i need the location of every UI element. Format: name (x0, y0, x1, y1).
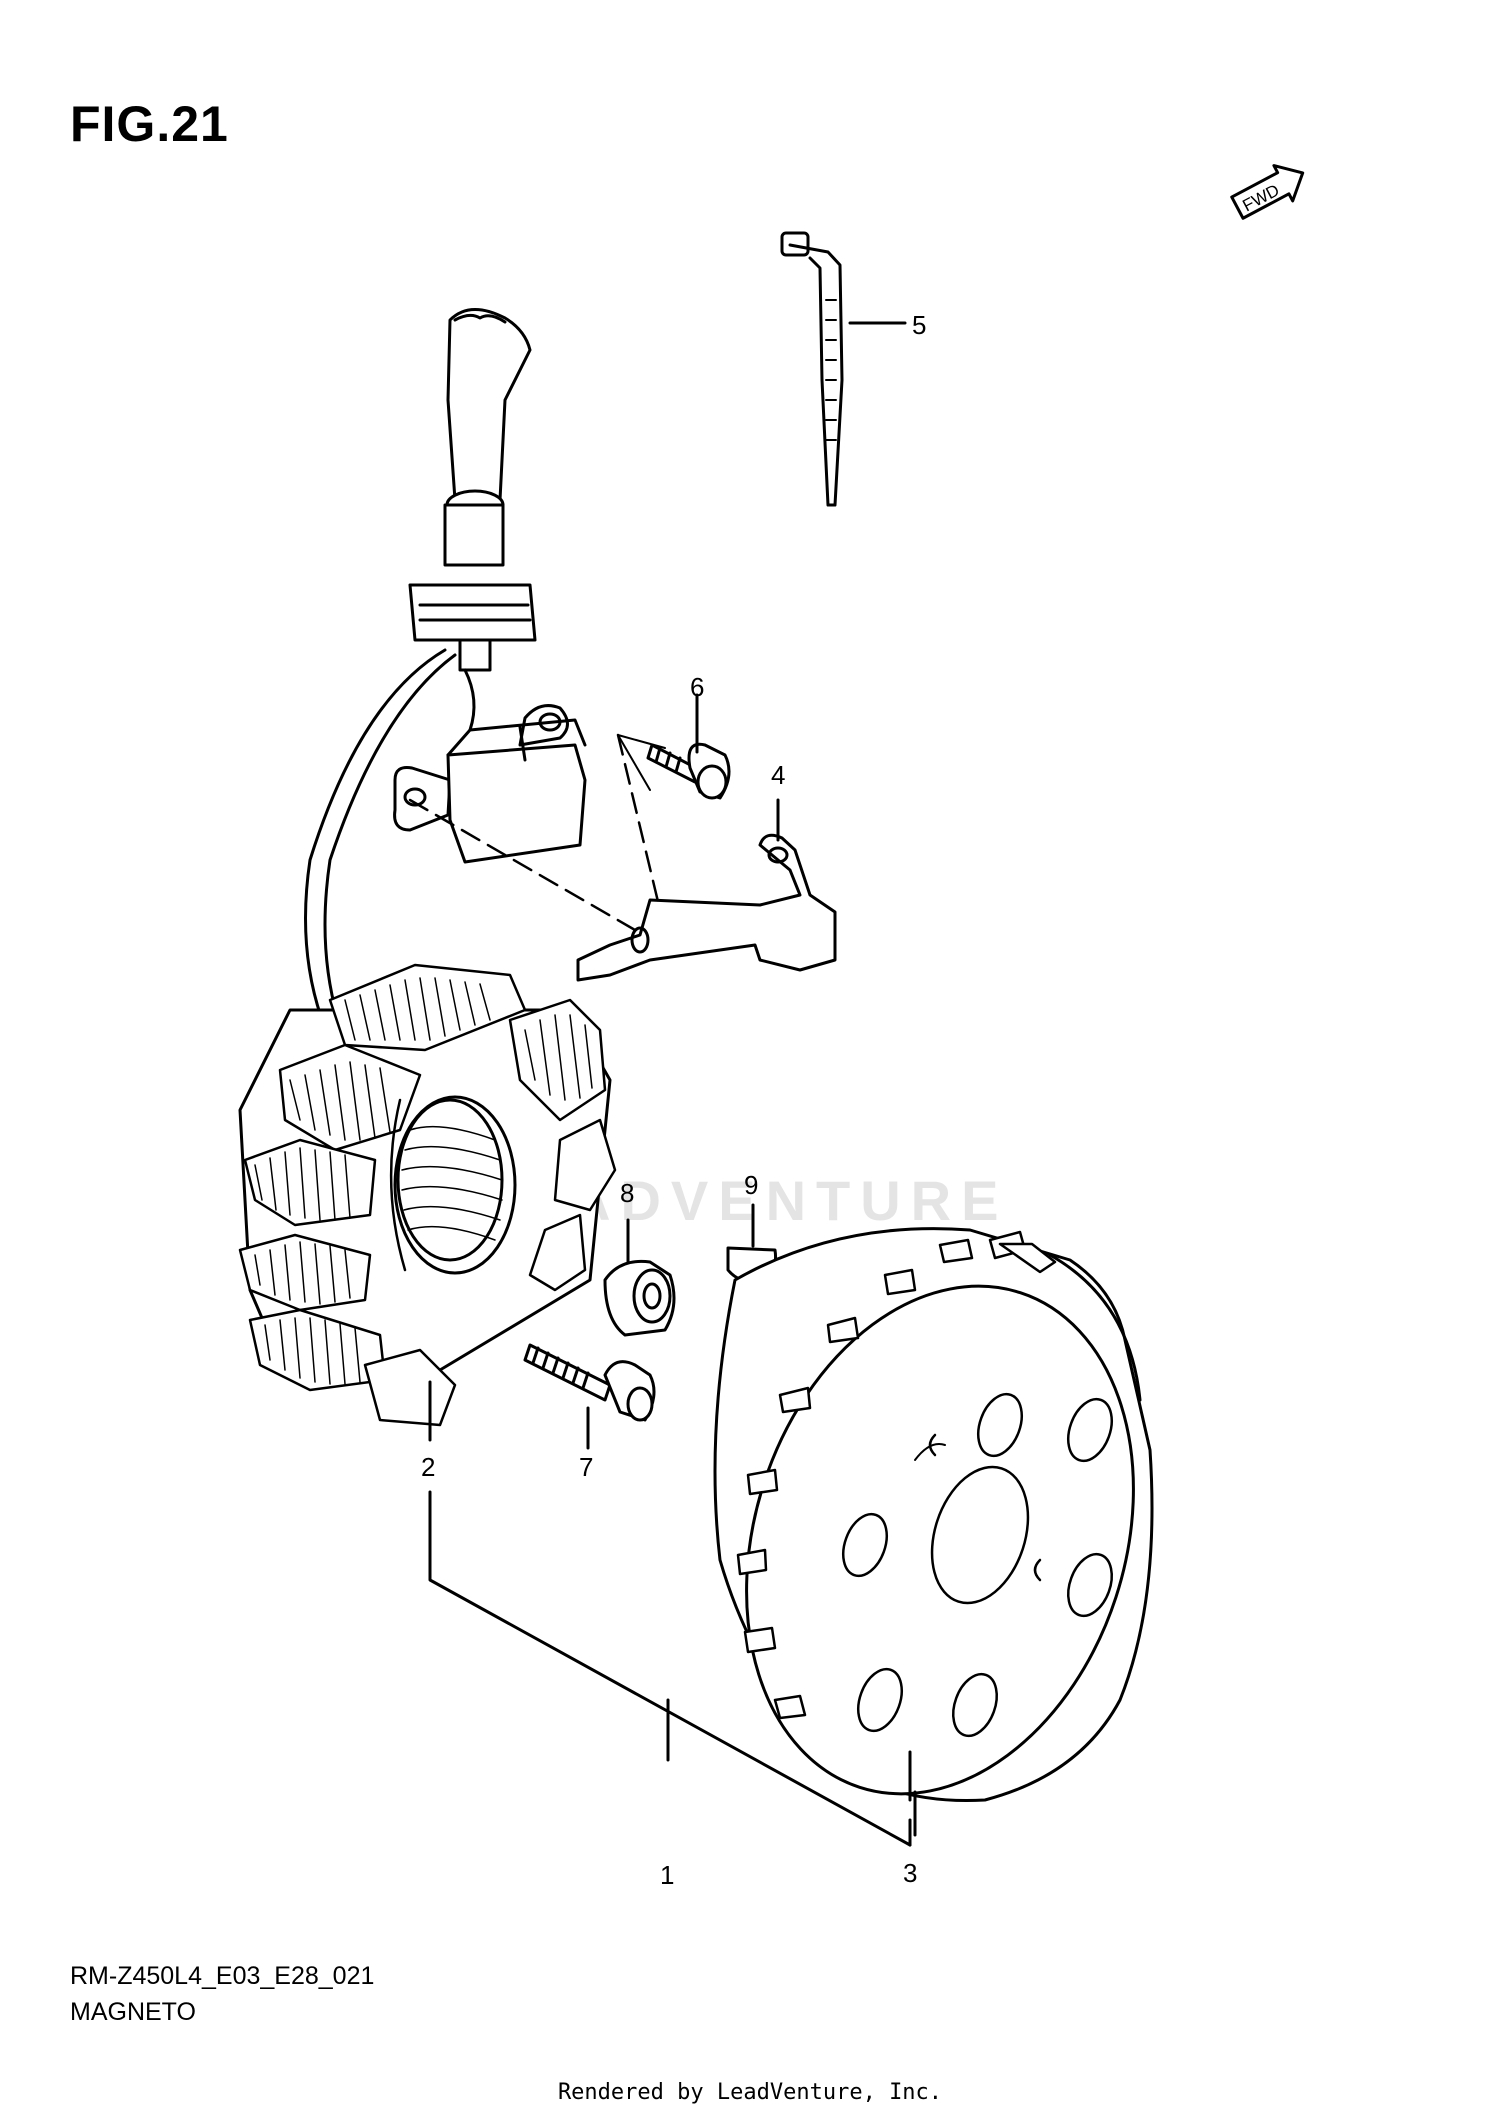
cable-tie-part (780, 231, 907, 507)
callout-7: 7 (579, 1452, 594, 1482)
bolt-6-part (646, 693, 731, 800)
figure-title: FIG.21 (70, 96, 229, 152)
rotor-part (713, 1227, 1154, 1803)
fwd-arrow-icon: FWD (1230, 164, 1305, 220)
bracket-part (576, 798, 837, 982)
screw-7-part (523, 1343, 656, 1450)
callout-8: 8 (620, 1178, 635, 1208)
assembly-bracket-lines (428, 1490, 912, 1847)
wire-lead-part (304, 308, 537, 1042)
spacer-8-part (603, 1218, 676, 1337)
render-credit: Rendered by LeadVenture, Inc. (557, 2080, 943, 2105)
pickup-coil-part (393, 704, 587, 864)
watermark-text: ADVENTURE (570, 1169, 1009, 1232)
callout-1: 1 (660, 1860, 675, 1890)
model-code: RM-Z450L4_E03_E28_021 (70, 1962, 375, 1990)
section-name: MAGNETO (70, 1998, 196, 2026)
callout-6: 6 (690, 672, 705, 702)
callout-4: 4 (771, 760, 786, 790)
callout-9: 9 (744, 1170, 759, 1200)
callout-2: 2 (421, 1452, 436, 1482)
callout-5: 5 (912, 310, 927, 340)
callout-3: 3 (903, 1858, 918, 1888)
stator-part (238, 963, 617, 1427)
